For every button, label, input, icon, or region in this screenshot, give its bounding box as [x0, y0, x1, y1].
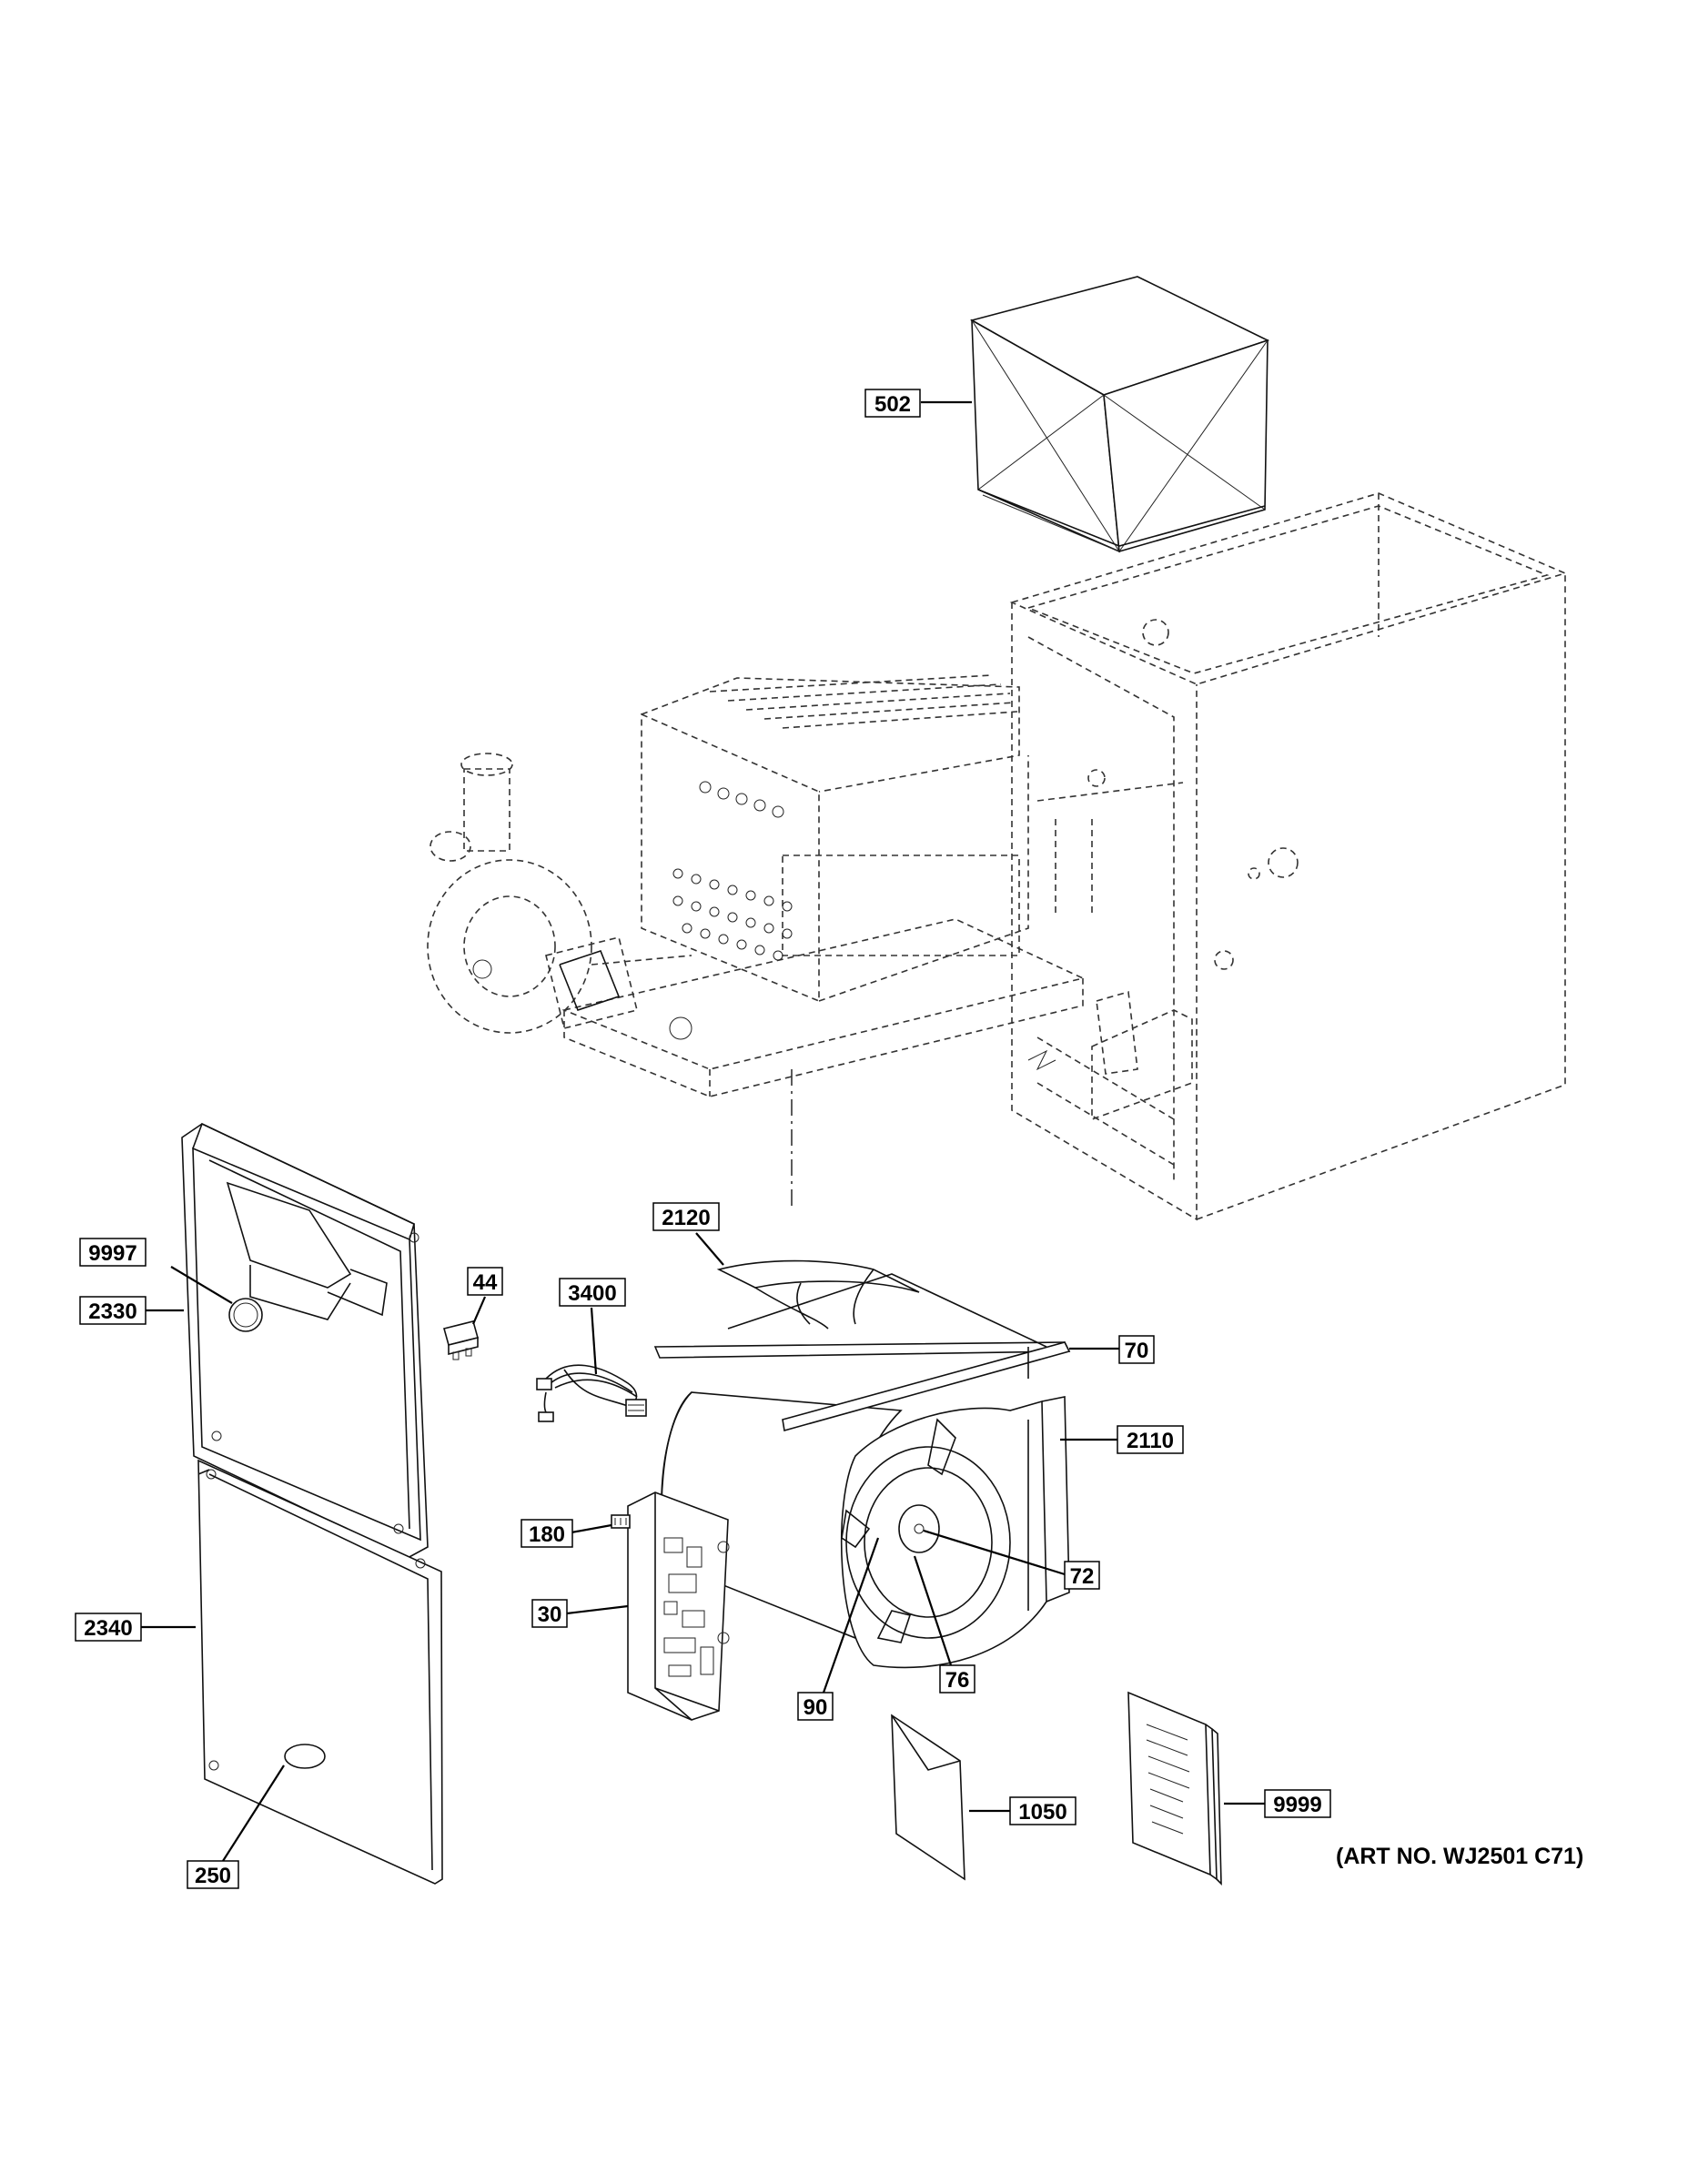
callout-9999: 9999: [1264, 1789, 1331, 1818]
svg-text:70: 70: [1125, 1339, 1149, 1363]
svg-text:44: 44: [473, 1270, 498, 1295]
svg-text:2110: 2110: [1127, 1429, 1174, 1453]
part-502-filter-carton: [969, 276, 1270, 553]
art-number-label: (ART NO. WJ2501 C71): [1336, 1844, 1584, 1869]
part-2340-lower-door: [197, 1459, 443, 1885]
part-30-control-board: [627, 1491, 730, 1721]
heat-exchanger-assembly: [561, 674, 1086, 1210]
svg-text:2330: 2330: [88, 1299, 136, 1324]
callout-2110: 2110: [1117, 1425, 1184, 1454]
callout-2120: 2120: [652, 1202, 720, 1231]
callout-70: 70: [1118, 1335, 1155, 1364]
part-2120-cutoff-plate: [716, 1259, 920, 1330]
callout-1050: 1050: [1009, 1796, 1076, 1825]
part-3400-wire-harness: [536, 1364, 647, 1422]
callout-44: 44: [467, 1267, 503, 1296]
svg-text:30: 30: [538, 1603, 562, 1627]
svg-text:90: 90: [804, 1695, 828, 1720]
svg-text:250: 250: [195, 1864, 231, 1888]
callout-502: 502: [864, 389, 921, 418]
svg-text:9999: 9999: [1273, 1793, 1321, 1817]
svg-text:502: 502: [874, 392, 911, 417]
part-70-mounting-rail: [653, 1273, 1071, 1432]
callout-2340: 2340: [75, 1613, 142, 1642]
callout-180: 180: [521, 1519, 573, 1548]
inducer-assembly: [427, 753, 692, 1040]
callout-76: 76: [939, 1664, 975, 1694]
svg-text:2120: 2120: [662, 1206, 710, 1230]
part-2330-upper-door: [181, 1122, 429, 1559]
callout-3400: 3400: [559, 1278, 626, 1307]
leader-lines: [141, 400, 1265, 1862]
svg-text:180: 180: [529, 1522, 565, 1547]
callout-250: 250: [187, 1860, 239, 1889]
svg-text:3400: 3400: [568, 1281, 616, 1306]
cabinet-assembly: [1009, 492, 1568, 1221]
svg-text:2340: 2340: [84, 1616, 132, 1641]
part-180-board-connector: [611, 1514, 631, 1529]
svg-text:9997: 9997: [88, 1241, 136, 1266]
part-44-bracket: [443, 1320, 479, 1360]
part-1050-literature-envelope: [891, 1714, 965, 1881]
callout-90: 90: [797, 1692, 834, 1721]
svg-text:1050: 1050: [1018, 1800, 1066, 1825]
svg-text:72: 72: [1070, 1564, 1095, 1589]
svg-text:76: 76: [945, 1668, 970, 1693]
callout-2330: 2330: [79, 1296, 147, 1325]
part-9999-manual: [1127, 1691, 1222, 1886]
callout-9997: 9997: [79, 1238, 147, 1267]
callout-72: 72: [1064, 1561, 1100, 1590]
callout-30: 30: [531, 1599, 568, 1628]
